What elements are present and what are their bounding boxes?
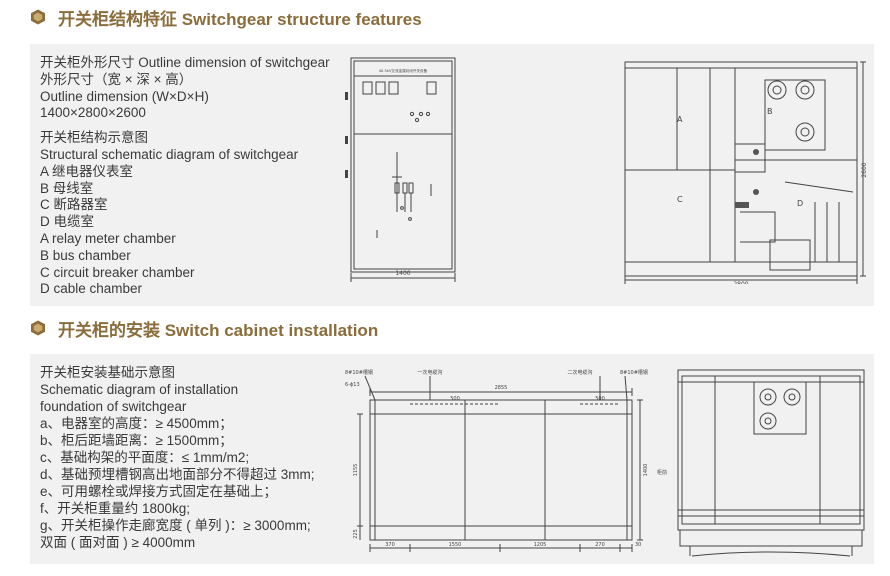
dimension-label: 225 (353, 529, 359, 539)
dimension-label: 1400 (643, 464, 649, 477)
cabinet-top-view (677, 369, 865, 557)
text-line: Outline dimension (W×D×H) (40, 88, 209, 104)
foundation-label: 8#10#槽钢 (345, 369, 373, 376)
chamber-label-d: D (797, 199, 803, 208)
hexagon-icon (31, 320, 45, 336)
text-line: C 断路器室 (40, 197, 108, 213)
text-line: d、基础预埋槽钢高出地面部分不得超过 3mm; (40, 467, 315, 482)
text-line: C circuit breaker chamber (40, 264, 195, 280)
text-line: g、开关柜操作走廊宽度 ( 单列 )：≥ 3000mm; (40, 518, 311, 533)
dimension-label: 30 (635, 542, 641, 548)
text-line: e、可用螺栓或焊接方式固定在基础上； (40, 484, 278, 499)
installation-panel: 开关柜安装基础示意图 Schematic diagram of installa… (30, 354, 874, 564)
dimension-label: 1155 (353, 464, 359, 477)
text-line: b、柜后距墙距离：≥ 1500mm； (40, 433, 233, 448)
text-line: 开关柜结构示意图 (40, 130, 148, 146)
foundation-label: 8#10#槽钢 (620, 369, 648, 376)
foundation-label: 6-ϕ13 (345, 382, 360, 388)
text-line: 1400×2800×2600 (40, 105, 146, 121)
text-line: D cable chamber (40, 281, 143, 297)
foundation-label: 二次电缆沟 (567, 369, 592, 376)
chamber-label-b: B (767, 107, 773, 116)
text-line: Schematic diagram of installation (40, 382, 239, 397)
section2-heading: 开关柜的安装 Switch cabinet installation (30, 316, 378, 340)
text-line: Structural schematic diagram of switchge… (40, 146, 299, 162)
text-line: f、开关柜重量约 1800kg; (40, 501, 191, 516)
installation-text: 开关柜安装基础示意图 Schematic diagram of installa… (40, 364, 315, 551)
cabinet-side-view: A B C D 2800 2600 (624, 61, 867, 284)
text-line: A relay meter chamber (40, 230, 176, 246)
text-line: a、电器室的高度：≥ 4500mm； (40, 416, 233, 431)
chamber-label-a: A (677, 115, 683, 124)
chamber-label-c: C (677, 195, 683, 204)
text-line: B 母线室 (40, 180, 94, 196)
dimension-label: 270 (595, 542, 605, 548)
dimension-label: 1400 (395, 270, 410, 277)
text-line: 开关柜外形尺寸 Outline dimension of switchgear (40, 55, 330, 70)
dimension-label: 2855 (495, 385, 508, 391)
text-line: 外形尺寸（宽 × 深 × 高） (40, 71, 193, 87)
dimension-label: 1205 (534, 542, 547, 548)
hexagon-icon (31, 9, 45, 25)
foundation-plan: 8#10#槽钢 6-ϕ13 一次电缆沟 二次电缆沟 8#10#槽钢 2855 5… (345, 369, 667, 552)
text-line: c、基础构架的平面度：≤ 1mm/m2; (40, 450, 250, 465)
foundation-label: 一次电缆沟 (417, 369, 442, 376)
section1-title: 开关柜结构特征 Switchgear structure features (58, 9, 422, 29)
cabinet-plate-text: 40.5kV交流金属封闭开关设备 (379, 68, 428, 73)
dimension-label: 370 (385, 542, 395, 548)
foundation-label: 柜前 (657, 469, 667, 476)
text-line: foundation of switchgear (40, 399, 187, 414)
structure-panel: 开关柜外形尺寸 Outline dimension of switchgear … (30, 44, 874, 306)
dimension-label: 500 (595, 396, 605, 402)
dimension-label: 1550 (449, 542, 462, 548)
section2-title: 开关柜的安装 Switch cabinet installation (58, 320, 379, 340)
text-line: D 电缆室 (40, 214, 94, 230)
text-line: 双面 ( 面对面 ) ≥ 4000mm (40, 535, 196, 550)
text-line: A 继电器仪表室 (40, 163, 134, 179)
structure-text: 开关柜外形尺寸 Outline dimension of switchgear … (40, 55, 330, 298)
dimension-label: 2600 (861, 162, 867, 177)
cabinet-front-view: 40.5kV交流金属封闭开关设备 1400 (345, 57, 456, 282)
text-line: B bus chamber (40, 247, 131, 263)
dimension-label: 2800 (733, 281, 748, 284)
dimension-label: 500 (450, 396, 460, 402)
section1-heading: 开关柜结构特征 Switchgear structure features (30, 5, 422, 29)
text-line: 开关柜安装基础示意图 (40, 365, 175, 380)
